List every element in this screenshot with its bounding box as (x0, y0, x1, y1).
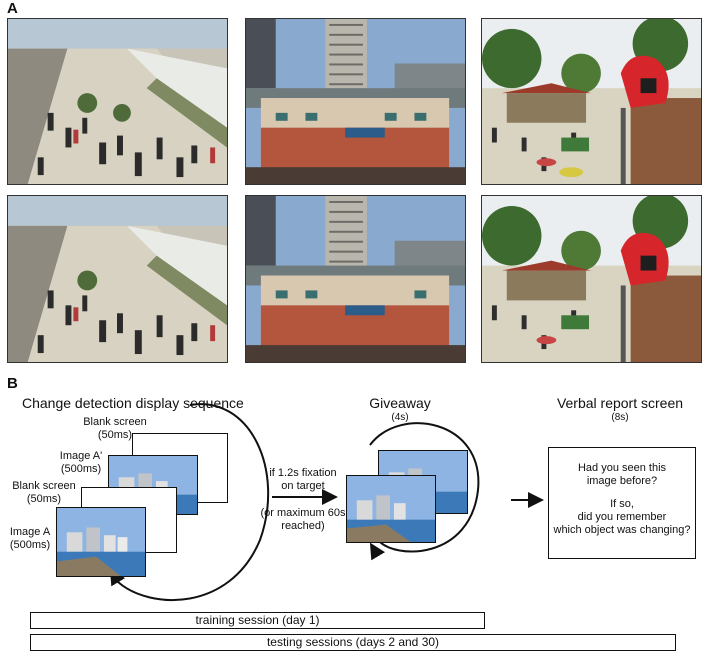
label-image-a: Image A (500ms) (9, 526, 51, 551)
label-blank-screen-1: Blank screen (50ms) (12, 480, 76, 505)
condition-text-top: if 1.2s fixation on target (269, 467, 337, 492)
photo-train-station-changed (7, 195, 228, 363)
photo-amusement-park-original (481, 18, 702, 185)
panel-b-label: B (7, 375, 18, 392)
frame-image-a (56, 507, 146, 577)
giveaway-image-front (346, 475, 436, 543)
training-session-bar: training session (day 1) (30, 612, 485, 629)
condition-text-bottom: (or maximum 60s reached) (260, 507, 346, 532)
verbal-duration: (8s) (611, 412, 629, 423)
photo-train-station-original (7, 18, 228, 185)
question-seen-before: Had you seen this image before? (577, 462, 667, 487)
verbal-report-screen: Had you seen this image before? If so, d… (548, 447, 696, 559)
label-image-a-prime: Image A' (500ms) (59, 450, 103, 475)
label-blank-screen-2: Blank screen (50ms) (83, 416, 147, 441)
panel-a-label: A (7, 0, 18, 17)
giveaway-duration: (4s) (391, 412, 409, 423)
question-remember-object: If so, did you remember which object was… (553, 498, 691, 536)
sequence-title: Change detection display sequence (22, 395, 244, 411)
verbal-title: Verbal report screen (556, 395, 684, 411)
photo-amusement-park-changed (481, 195, 702, 363)
photo-city-original (245, 18, 466, 185)
giveaway-title: Giveaway (369, 395, 431, 411)
photo-city-changed (245, 195, 466, 363)
testing-sessions-bar: testing sessions (days 2 and 30) (30, 634, 676, 651)
